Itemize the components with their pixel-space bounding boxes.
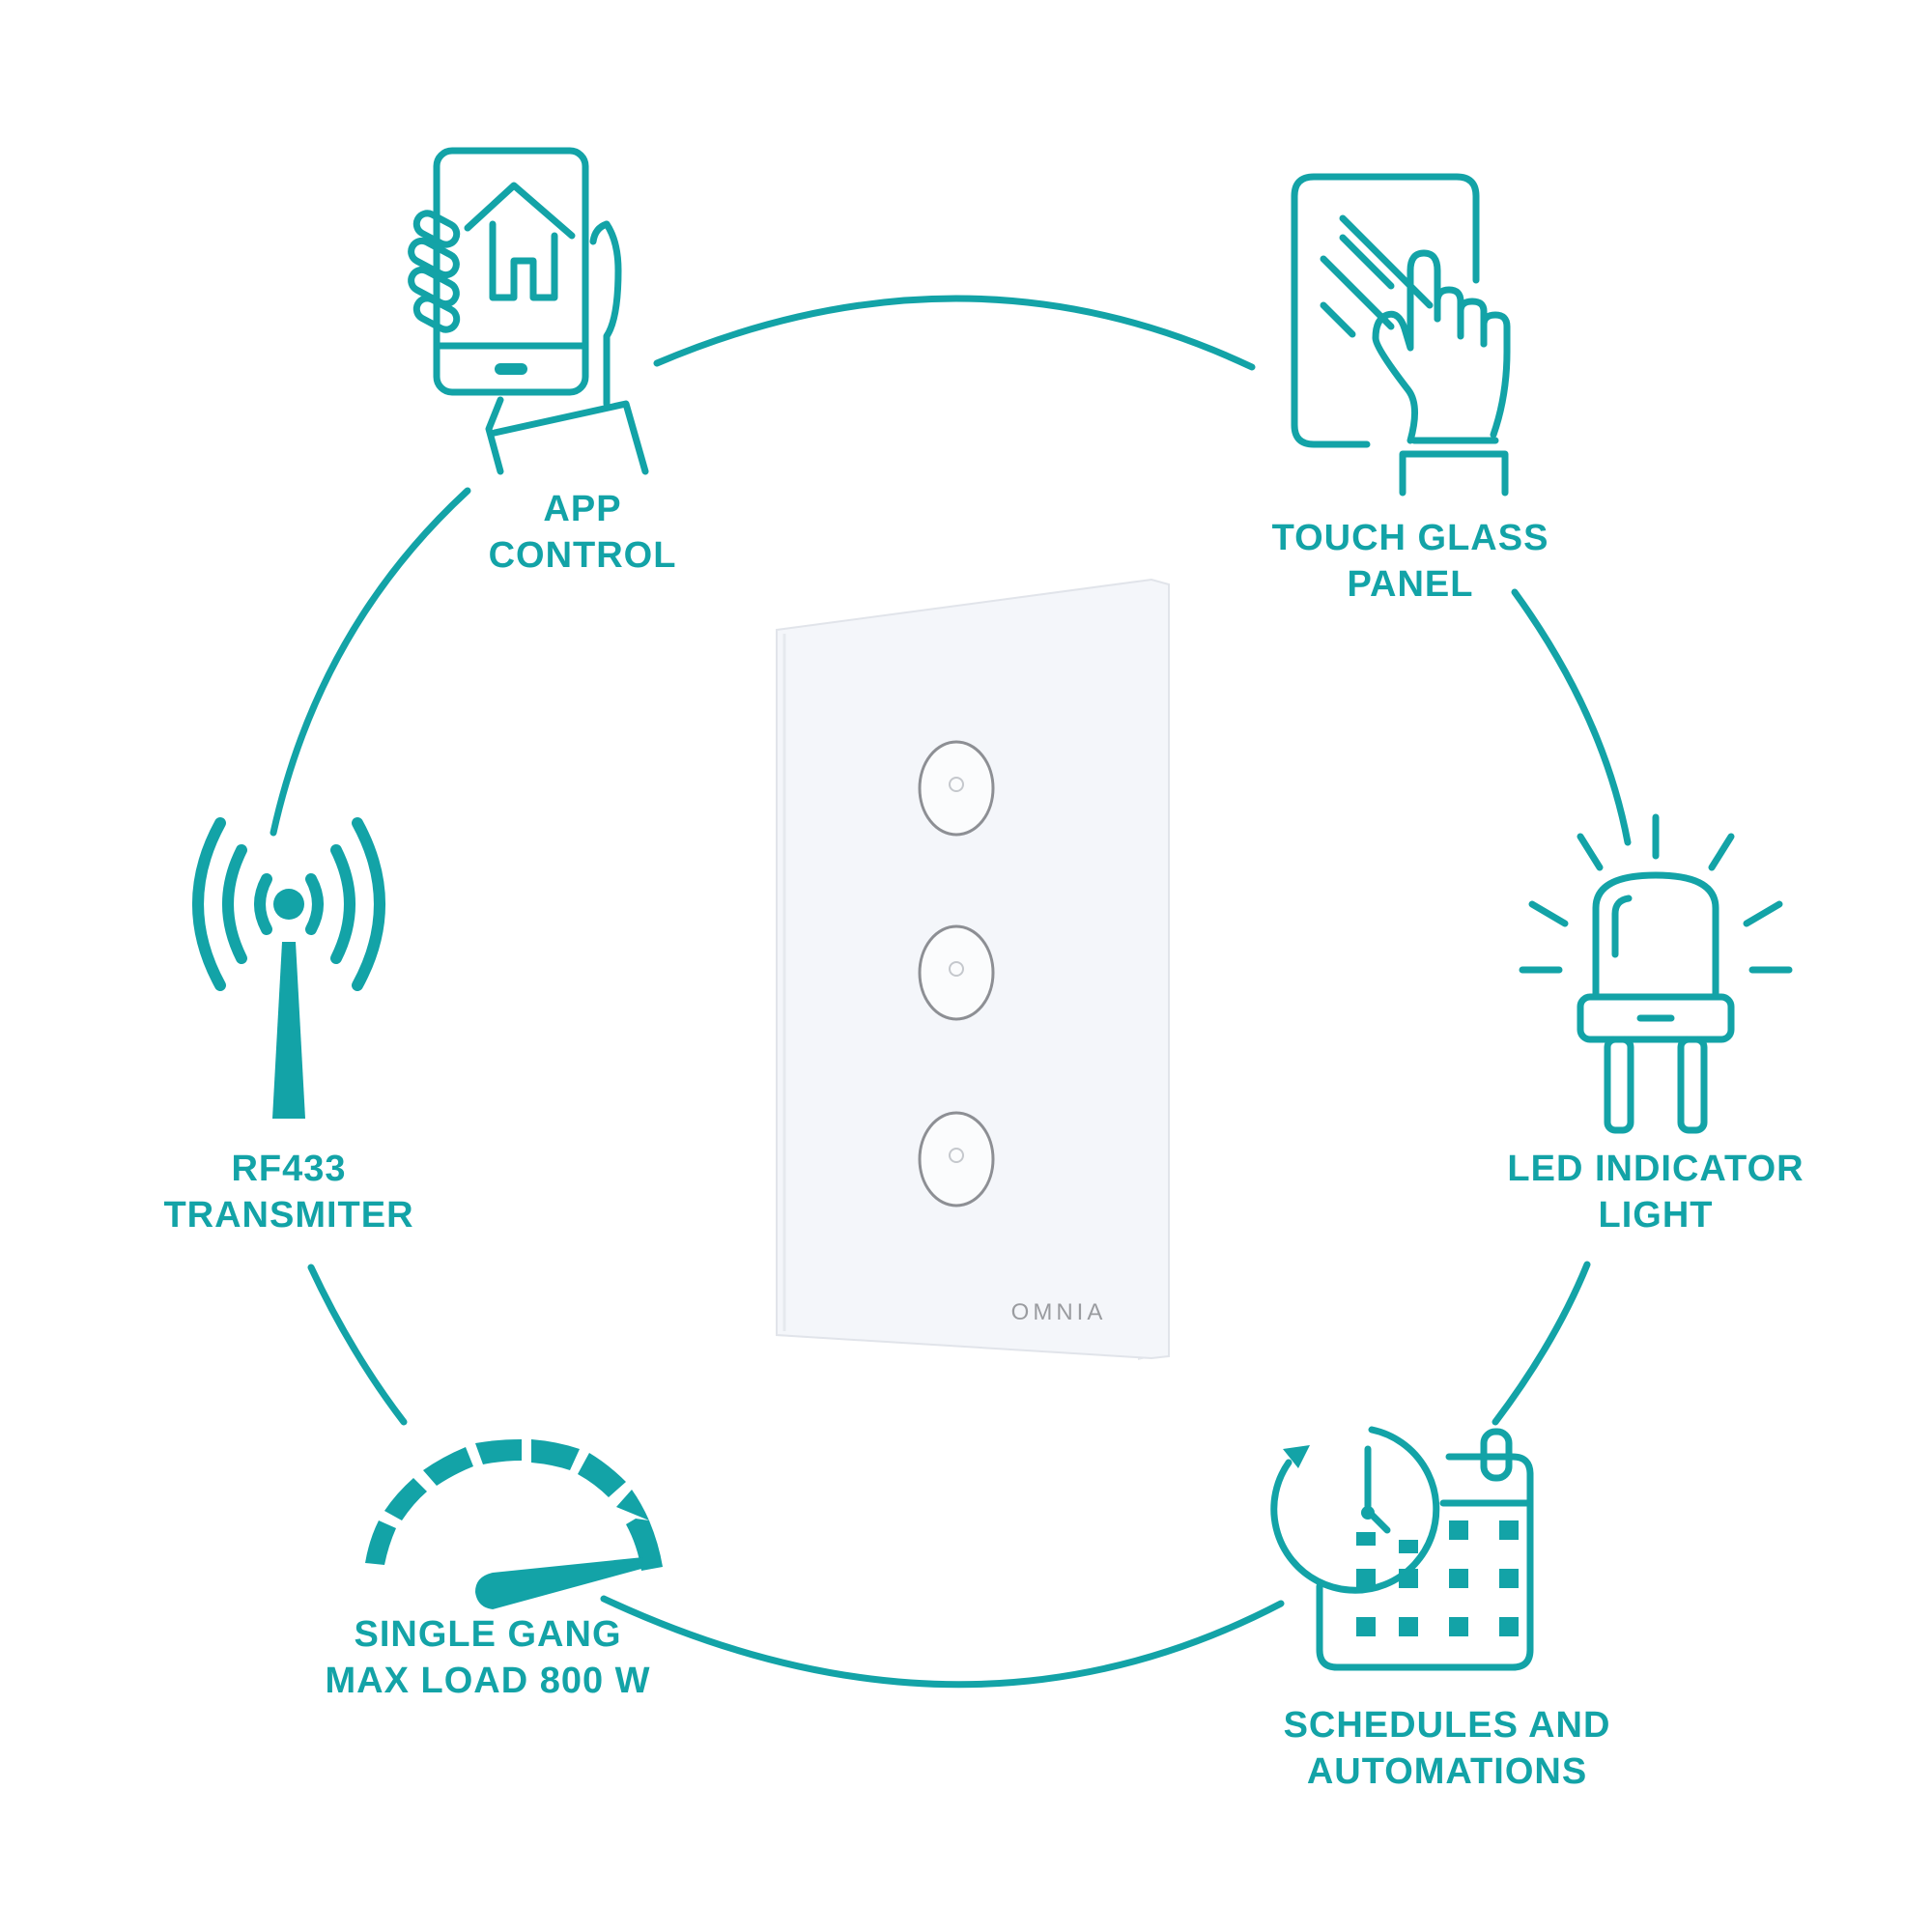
touch-button-3[interactable] xyxy=(918,1111,995,1208)
speedometer-gauge-icon xyxy=(365,1439,663,1609)
label-single-gang: SINGLE GANG MAX LOAD 800 W xyxy=(325,1614,651,1701)
smartphone-home-hand-icon xyxy=(408,147,649,475)
glass-panel-touch-icon xyxy=(1291,173,1511,497)
clock-calendar-icon xyxy=(1270,1426,1534,1671)
label-rf433: RF433 TRANSMITER xyxy=(163,1149,414,1236)
product-switch-panel: OMNIA xyxy=(776,578,1170,1360)
arc-gang-to-rf xyxy=(307,1264,408,1426)
led-bulb-icon xyxy=(1519,813,1793,1134)
touch-button-1[interactable] xyxy=(918,740,995,837)
arc-app-to-touch xyxy=(653,295,1256,371)
brand-logo: OMNIA xyxy=(1011,1299,1107,1325)
arc-rf-to-app xyxy=(270,487,471,837)
bulb-icon xyxy=(949,777,964,792)
bulb-icon xyxy=(949,961,964,977)
arc-schedules-to-gang xyxy=(600,1595,1285,1689)
bulb-icon xyxy=(949,1148,964,1163)
touch-button-2[interactable] xyxy=(918,924,995,1021)
label-schedules: SCHEDULES AND AUTOMATIONS xyxy=(1283,1705,1611,1792)
connector-ring xyxy=(270,295,1632,1689)
label-app-control: APP CONTROL xyxy=(488,489,677,576)
antenna-signal-icon xyxy=(192,817,385,1119)
arc-touch-to-led xyxy=(1511,588,1632,846)
label-led-indicator: LED INDICATOR LIGHT xyxy=(1507,1149,1804,1236)
arc-led-to-schedules xyxy=(1492,1261,1591,1426)
label-touch-glass-panel: TOUCH GLASS PANEL xyxy=(1271,518,1549,605)
